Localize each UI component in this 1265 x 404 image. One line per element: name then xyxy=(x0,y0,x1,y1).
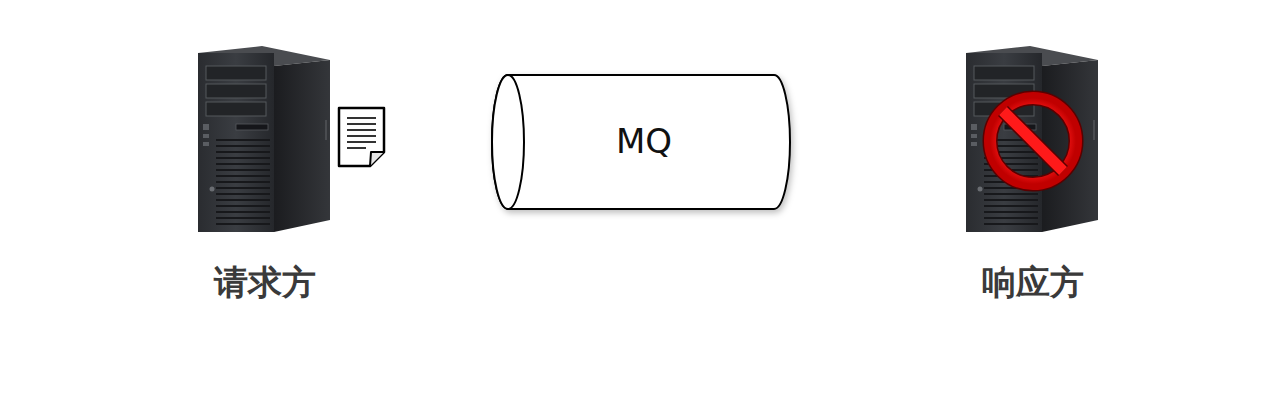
queue-cylinder: MQ xyxy=(490,73,792,211)
cylinder-end xyxy=(492,75,524,209)
prohibition-sign xyxy=(990,98,1076,184)
requester-server xyxy=(198,46,330,232)
server-node: 请求方 xyxy=(190,40,340,306)
queue-label: MQ xyxy=(610,122,672,161)
cylinder-body xyxy=(492,75,790,209)
server-label: 响应方 xyxy=(982,263,1084,302)
server-node: 响应方 xyxy=(958,40,1108,306)
responder-server xyxy=(966,46,1098,232)
server-label: 请求方 xyxy=(214,263,316,302)
document-icon xyxy=(339,108,384,166)
